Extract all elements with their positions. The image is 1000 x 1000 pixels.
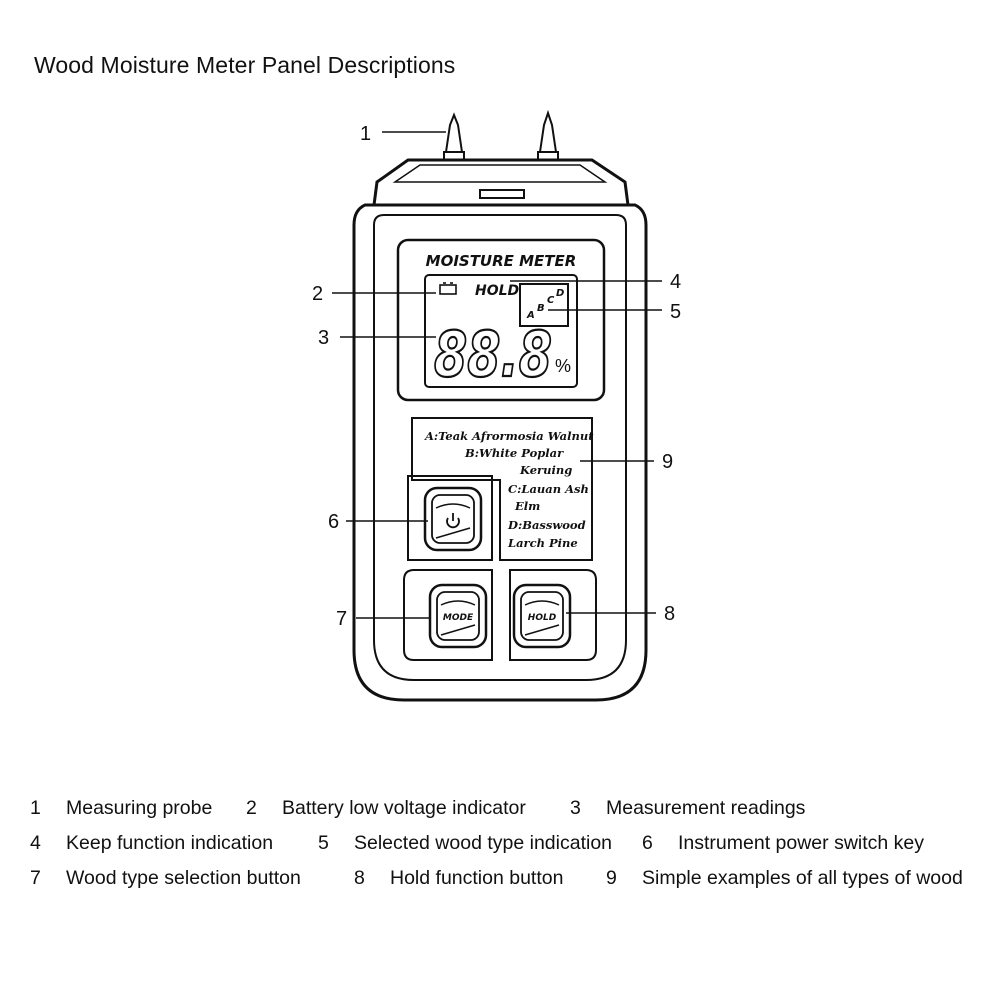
mode-button-label: MODE <box>443 613 474 623</box>
legend-text-6: Instrument power switch key <box>678 832 925 854</box>
callout-numbers: 1 2 3 4 5 6 7 9 8 <box>312 123 681 630</box>
power-icon <box>446 513 460 529</box>
measurement-reading: 88.8 <box>434 318 552 391</box>
wood-letter-a: A <box>526 310 535 321</box>
legend-text-9: Simple examples of all types of wood <box>642 867 963 889</box>
legend-num-7: 7 <box>30 867 41 889</box>
callout-2: 2 <box>312 283 323 305</box>
measuring-probes <box>443 109 559 163</box>
hold-button-label: HOLD <box>528 613 557 623</box>
legend-text-1: Measuring probe <box>66 797 213 819</box>
wood-types-list: A:Teak Afrormosia Walnut B:White Poplar … <box>424 429 594 550</box>
callout-6: 6 <box>328 511 339 533</box>
wood-letter-d: D <box>556 288 564 299</box>
wood-type-c2: Elm <box>514 499 540 513</box>
callout-5: 5 <box>670 301 681 323</box>
legend-num-8: 8 <box>354 867 365 889</box>
legend: 1 Measuring probe 2 Battery low voltage … <box>0 790 1000 910</box>
control-panel <box>403 417 597 661</box>
callout-4: 4 <box>670 271 681 293</box>
legend-num-5: 5 <box>318 832 329 854</box>
wood-type-c: C:Lauan Ash <box>508 482 589 496</box>
page-title: Wood Moisture Meter Panel Descriptions <box>34 52 456 78</box>
legend-text-3: Measurement readings <box>606 797 806 819</box>
callout-3: 3 <box>318 327 329 349</box>
wood-letter-b: B <box>537 303 545 314</box>
legend-num-3: 3 <box>570 797 581 819</box>
lcd-window: MOISTURE METER HOLD A B C D 88.8 % <box>396 238 606 402</box>
legend-text-5: Selected wood type indication <box>354 832 613 854</box>
legend-num-9: 9 <box>606 867 617 889</box>
callout-8: 8 <box>664 603 675 625</box>
wood-type-a: A:Teak Afrormosia Walnut <box>424 429 594 443</box>
legend-num-4: 4 <box>30 832 41 854</box>
callout-lines <box>332 131 662 619</box>
legend-text-2: Battery low voltage indicator <box>282 797 526 819</box>
mode-button[interactable]: MODE <box>428 583 488 649</box>
wood-type-b: B:White Poplar <box>464 446 564 460</box>
unit-percent: % <box>555 356 571 376</box>
wood-letter-c: C <box>547 295 555 306</box>
power-button[interactable] <box>423 486 483 552</box>
lcd-banner: MOISTURE METER <box>426 252 577 270</box>
hold-button[interactable]: HOLD <box>512 583 572 649</box>
callout-9: 9 <box>662 451 673 473</box>
legend-num-2: 2 <box>246 797 257 819</box>
battery-low-icon <box>439 282 457 295</box>
legend-text-7: Wood type selection button <box>66 867 301 889</box>
wood-type-indicator-box <box>519 283 569 327</box>
wood-type-d2: Larch Pine <box>507 536 578 550</box>
legend-text-4: Keep function indication <box>66 832 274 854</box>
wood-type-d: D:Basswood <box>507 518 586 532</box>
hold-indicator: HOLD <box>475 283 519 299</box>
legend-num-1: 1 <box>30 797 41 819</box>
wood-type-b2: Keruing <box>519 463 572 477</box>
callout-1: 1 <box>360 123 371 145</box>
legend-num-6: 6 <box>642 832 653 854</box>
callout-7: 7 <box>336 608 347 630</box>
legend-text-8: Hold function button <box>390 867 564 889</box>
